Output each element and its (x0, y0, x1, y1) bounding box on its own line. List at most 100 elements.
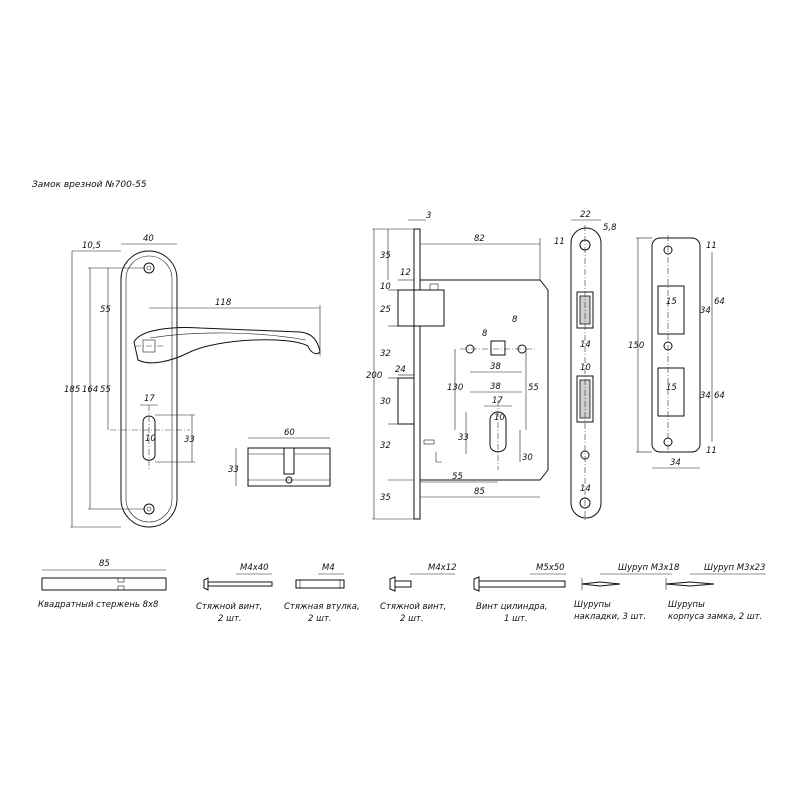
part-4-label-1: Винт цилиндра, (476, 602, 548, 612)
dim-faceplate-thickness: 3 (426, 211, 431, 221)
dim-faceplate-thick: 5,8 (603, 223, 617, 233)
dim-lock-bottom: 35 (380, 493, 391, 503)
part-2-spec: М4 (322, 563, 335, 573)
dim-faceplate-mid: 10 (580, 363, 591, 373)
dim-lower: 55 (100, 385, 111, 395)
part-4-label-2: 1 шт. (504, 614, 528, 624)
dim-lock-top: 35 (380, 251, 391, 261)
faceplate-front-view: 22 5,8 11 14 10 14 (554, 210, 617, 520)
part-3-spec: М4х12 (428, 563, 457, 573)
spindle-hole (490, 340, 506, 356)
dim-a32b: 32 (380, 441, 391, 451)
parts-row: 85 Квадратный стержень 8х8 М4х40 Стяжной… (38, 559, 766, 624)
handle-plate-outline (120, 250, 178, 528)
lock-body-view: 200 35 10 25 32 30 32 35 12 24 130 3 82 … (366, 211, 549, 520)
dim-upper: 55 (100, 305, 111, 315)
cylinder-view: 60 33 (228, 428, 331, 487)
dim-strike-top: 11 (706, 241, 717, 251)
dim-cylinder-height: 33 (228, 465, 239, 475)
dim-strike-bottom: 11 (706, 446, 717, 456)
part-2-label-1: Стяжная втулка, (284, 602, 360, 612)
dim-s17: 17 (492, 396, 503, 406)
handle-lever (133, 327, 321, 364)
dim-s33: 33 (458, 433, 469, 443)
dim-strike-total: 150 (628, 341, 644, 351)
dim-depth: 85 (474, 487, 485, 497)
part-screw-m4x12 (389, 576, 396, 592)
dim-d8b: 8 (512, 315, 518, 325)
cylinder-cam (283, 447, 295, 475)
keyhole (142, 415, 156, 461)
strike-plate-view: 15 15 34 34 64 64 11 11 150 34 (628, 235, 725, 469)
dim-strike-w15b: 15 (666, 383, 677, 393)
dim-a24: 24 (395, 365, 406, 375)
dim-key-height: 33 (184, 435, 195, 445)
top-screw-center (146, 265, 152, 271)
dim-cylinder-length: 60 (284, 428, 295, 438)
dim-backset: 55 (452, 472, 463, 482)
part-0-spec: 85 (99, 559, 110, 569)
part-5-spec: Шуруп М3х18 (618, 563, 680, 573)
part-3-label-2: 2 шт. (400, 614, 424, 624)
cylinder-screw-hole (285, 476, 293, 484)
dim-lever: 118 (215, 298, 232, 308)
part-6-label-1: Шурупы (668, 600, 705, 610)
dim-strike-h34a: 34 (700, 306, 711, 316)
dim-strike-g64b: 64 (714, 391, 725, 401)
part-4-spec: М5х50 (536, 563, 565, 573)
strike-bolt-opening (657, 367, 685, 417)
bottom-screw-hole (143, 503, 155, 515)
dim-total: 185 (64, 385, 80, 395)
part-1-label-1: Стяжной винт, (196, 602, 262, 612)
latch-bolt (397, 289, 415, 327)
handle-plate-view: 40 10,5 55 55 164 185 118 17 10 33 (64, 234, 321, 528)
part-6-spec: Шуруп М3х23 (704, 563, 765, 573)
dim-faceplate-top: 11 (554, 237, 565, 247)
dim-strike-width: 34 (670, 458, 681, 468)
dim-s55: 55 (528, 383, 539, 393)
part-1-spec: М4х40 (240, 563, 269, 573)
dim-strike-w15a: 15 (666, 297, 677, 307)
dim-latch-width: 12 (400, 268, 411, 278)
dim-a25: 25 (380, 305, 391, 315)
dim-body-width: 82 (474, 234, 485, 244)
strike-latch-opening (657, 285, 685, 335)
part-square-spindle (41, 577, 167, 591)
lock-faceplate-side (413, 228, 421, 520)
dim-s38a: 38 (490, 362, 501, 372)
dim-s30: 30 (522, 453, 533, 463)
faceplate-outline (570, 227, 602, 519)
dim-a30: 30 (380, 397, 391, 407)
dead-bolt (397, 377, 415, 425)
handle-plate-inner (125, 255, 173, 523)
dim-plate-width: 40 (143, 234, 154, 244)
dim-d8a: 8 (482, 329, 488, 339)
dim-strike-h34b: 34 (700, 391, 711, 401)
dim-lock-total-height: 200 (366, 371, 382, 381)
part-sleeve-m4 (295, 579, 345, 589)
cylinder-cutout (489, 411, 507, 453)
part-wood-screw-m3x23 (665, 581, 715, 587)
dim-s10: 10 (494, 413, 505, 423)
bottom-screw-center (146, 506, 152, 512)
dim-a32a: 32 (380, 349, 391, 359)
dim-inner: 164 (82, 385, 98, 395)
dim-faceplate-slot: 14 (580, 340, 591, 350)
part-screw-m5x50 (473, 576, 480, 592)
part-0-label-1: Квадратный стержень 8х8 (38, 600, 159, 610)
part-5-label-1: Шурупы (574, 600, 611, 610)
lock-case (420, 279, 549, 481)
dim-c130: 130 (447, 383, 463, 393)
part-2-label-2: 2 шт. (308, 614, 332, 624)
strike-plate-outline (651, 237, 701, 453)
part-3-label-1: Стяжной винт, (380, 602, 446, 612)
dim-top-offset: 10,5 (82, 241, 101, 251)
dim-key-slot: 10 (145, 434, 156, 444)
part-1-label-2: 2 шт. (218, 614, 242, 624)
dim-key-width: 17 (144, 394, 155, 404)
part-wood-screw-m3x18 (581, 581, 621, 587)
dim-strike-g64a: 64 (714, 297, 725, 307)
dim-faceplate-bottom: 14 (580, 484, 591, 494)
top-screw-hole (143, 262, 155, 274)
